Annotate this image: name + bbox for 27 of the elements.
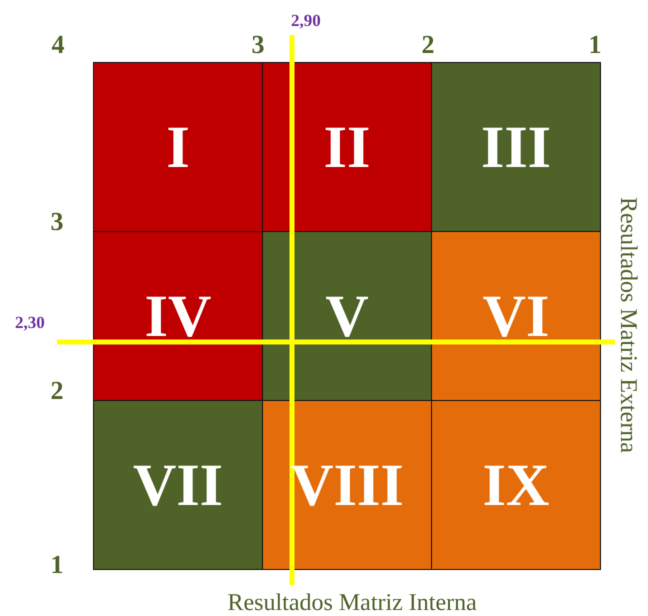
matrix-cell xyxy=(431,62,601,232)
axis-tick-label: 1 xyxy=(588,32,602,58)
matrix-cell xyxy=(93,62,263,232)
matrix-cell xyxy=(431,400,601,570)
matrix-cell xyxy=(431,231,601,401)
reference-value: 2,30 xyxy=(15,314,45,330)
axis-tick-label: 4 xyxy=(52,32,64,58)
matrix-cell xyxy=(262,62,432,232)
axis-tick-label: 2 xyxy=(422,32,434,58)
quadrant-numeral: VII xyxy=(132,450,224,520)
axis-tick-label: 3 xyxy=(50,209,64,235)
axis-title: Resultados Matriz Externa xyxy=(616,197,640,453)
axis-tick-label: 1 xyxy=(50,552,64,578)
quadrant-numeral: IV xyxy=(144,282,212,350)
matrix-cell xyxy=(93,231,263,401)
reference-value: 2,90 xyxy=(291,12,321,28)
quadrant-numeral: V xyxy=(325,282,369,350)
quadrant-numeral: II xyxy=(324,112,370,182)
matrix-cell xyxy=(262,231,432,401)
matrix-cell xyxy=(93,400,263,570)
axis-tick-label: 2 xyxy=(50,378,64,404)
axis-title: Resultados Matriz Interna xyxy=(228,591,477,615)
axis-tick-label: 3 xyxy=(252,32,264,58)
quadrant-numeral: IX xyxy=(482,450,550,520)
quadrant-numeral: VI xyxy=(482,282,550,350)
quadrant-numeral: I xyxy=(166,112,190,182)
quadrant-numeral: III xyxy=(480,112,552,182)
